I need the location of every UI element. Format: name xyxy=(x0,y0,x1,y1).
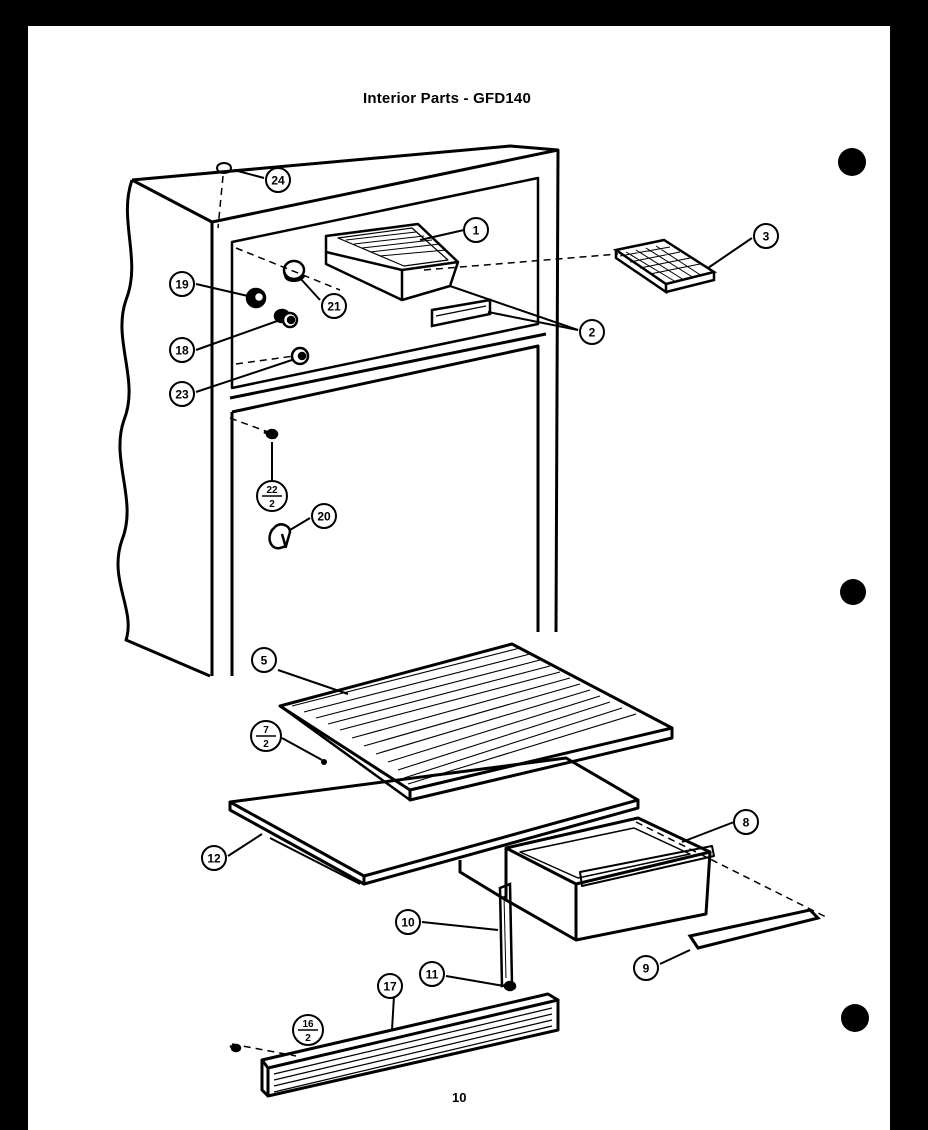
part-23-bulb xyxy=(290,346,310,366)
callout-21: 21 xyxy=(321,293,347,319)
assembly-lines xyxy=(217,175,829,1057)
callout-11-label: 11 xyxy=(426,968,439,982)
callout-2-label: 2 xyxy=(589,326,596,340)
callout-7: 7 2 xyxy=(250,720,282,752)
part-9-crisper-rail xyxy=(687,908,821,950)
part-22-screw xyxy=(263,428,279,482)
callout-22-bottom: 2 xyxy=(269,499,275,510)
callout-11: 11 xyxy=(419,961,445,987)
page-number: 10 xyxy=(452,1090,467,1105)
callout-16-top: 16 xyxy=(302,1019,314,1030)
callout-2: 2 xyxy=(579,319,605,345)
page-title: Interior Parts - GFD140 xyxy=(363,90,531,107)
part-24-screw xyxy=(216,162,232,174)
part-7-clip xyxy=(321,759,327,765)
callout-24-label: 24 xyxy=(271,174,285,188)
callout-10: 10 xyxy=(395,909,421,935)
callout-5: 5 xyxy=(251,647,277,673)
callout-8: 8 xyxy=(733,809,759,835)
part-1-control-housing xyxy=(324,222,460,302)
callout-21-label: 21 xyxy=(327,300,341,314)
callout-17: 17 xyxy=(377,973,403,999)
part-5-wire-shelf xyxy=(278,642,674,802)
callout-23: 23 xyxy=(169,381,195,407)
callout-7-bottom: 2 xyxy=(263,739,269,750)
part-20-door-stop xyxy=(268,523,292,550)
callout-7-top: 7 xyxy=(263,725,269,736)
part-19-thermostat xyxy=(245,287,267,309)
callout-8-label: 8 xyxy=(743,816,750,830)
callout-24: 24 xyxy=(265,167,291,193)
callout-22-top: 22 xyxy=(266,485,278,496)
callout-3: 3 xyxy=(753,223,779,249)
callout-3-label: 3 xyxy=(763,230,770,244)
callout-18: 18 xyxy=(169,337,195,363)
part-17-kick-plate xyxy=(260,992,560,1098)
callout-19: 19 xyxy=(169,271,195,297)
part-12-crisper-cover xyxy=(228,756,640,886)
callout-16-bottom: 2 xyxy=(305,1033,311,1044)
part-2-light-shield xyxy=(430,298,492,328)
diagram-sheet xyxy=(28,26,890,1130)
refrigerator-cabinet xyxy=(116,144,560,678)
callout-9-label: 9 xyxy=(643,962,650,976)
callout-22: 22 2 xyxy=(256,480,288,512)
callout-12-label: 12 xyxy=(207,852,221,866)
callout-5-label: 5 xyxy=(261,654,268,668)
callout-12: 12 xyxy=(201,845,227,871)
callout-18-label: 18 xyxy=(175,344,189,358)
part-8-crisper-pan xyxy=(458,816,715,942)
part-3-ice-tray xyxy=(612,238,718,295)
part-18-light-socket xyxy=(273,308,299,329)
callout-16: 16 2 xyxy=(292,1014,324,1046)
callout-1: 1 xyxy=(463,217,489,243)
callout-1-label: 1 xyxy=(473,224,480,238)
callout-9: 9 xyxy=(633,955,659,981)
callout-20: 20 xyxy=(311,503,337,529)
callout-20-label: 20 xyxy=(317,510,331,524)
part-11-screw xyxy=(503,980,517,992)
callout-23-label: 23 xyxy=(175,388,189,402)
callout-19-label: 19 xyxy=(175,278,189,292)
leader-lines xyxy=(195,169,753,1031)
part-16-screw xyxy=(229,1043,242,1053)
binder-holes xyxy=(838,148,869,1032)
callout-17-label: 17 xyxy=(383,980,397,994)
part-21-knob xyxy=(282,259,306,282)
callout-10-label: 10 xyxy=(401,916,415,930)
